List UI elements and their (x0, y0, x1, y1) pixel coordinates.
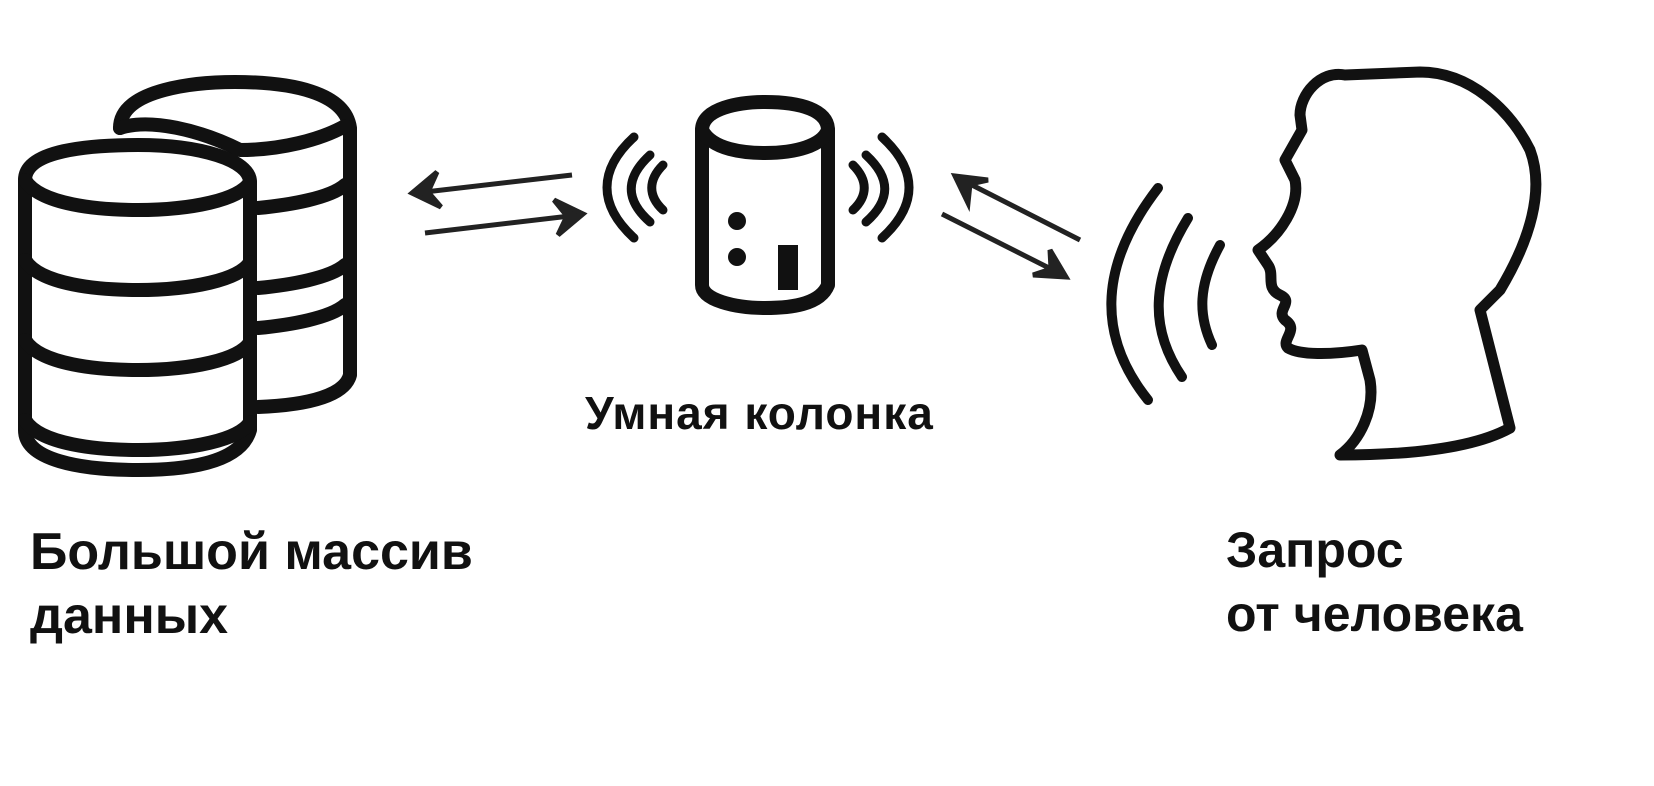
speaker-waves-right-icon (848, 132, 914, 243)
human-label-line1: Запрос (1226, 522, 1404, 578)
speaker-label: Умная колонка (585, 387, 934, 439)
voice-waves-icon (1106, 183, 1225, 405)
human-label-line2: от человека (1226, 586, 1523, 642)
speaker-waves-left-icon (602, 132, 668, 243)
arrow-to-database-icon (407, 170, 573, 210)
database-label-line1: Большой массив (30, 523, 473, 581)
arrow-to-human-icon (940, 211, 1071, 280)
speaker-indicators-icon (728, 212, 798, 290)
human-label: Запрос от человека (1226, 518, 1523, 646)
arrow-to-speaker-from-human-icon (950, 172, 1082, 243)
smart-speaker-icon (695, 95, 835, 315)
human-head-icon (1252, 66, 1542, 461)
database-label-line2: данных (30, 587, 229, 645)
database-label: Большой массив данных (30, 520, 473, 648)
arrow-to-speaker-icon (424, 197, 588, 237)
database-icon (18, 75, 357, 477)
